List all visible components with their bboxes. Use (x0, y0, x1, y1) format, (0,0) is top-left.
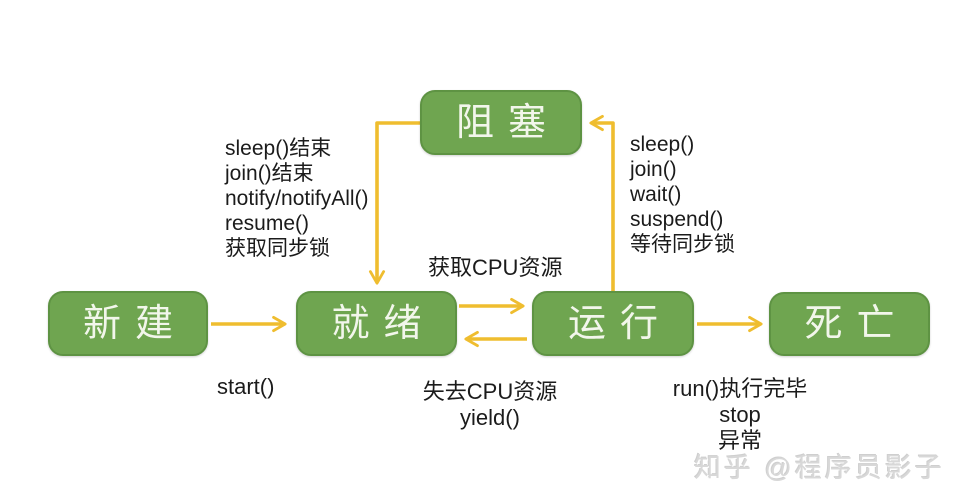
edge-label-line: stop (719, 402, 761, 427)
edge-label-line: resume() (225, 212, 310, 235)
arrow-running-to-blocked (589, 114, 615, 291)
edge-label-line: 等待同步锁 (630, 233, 735, 256)
edge-label-ready-to-running: 获取CPU资源 (428, 255, 562, 280)
edge-label-line: 获取同步锁 (225, 237, 330, 260)
edge-label-line: 获取CPU资源 (428, 255, 563, 280)
edge-label-running-to-ready: 失去CPU资源 yield() (420, 379, 560, 431)
node-dead-label: 死亡 (804, 303, 909, 345)
edge-label-line: suspend() (630, 208, 724, 231)
watermark: 知乎 @程序员影子 (694, 453, 945, 483)
edge-label-line: wait() (630, 183, 682, 206)
arrow-blocked-to-ready (368, 121, 420, 285)
edge-label-line: yield() (460, 405, 520, 430)
edge-label-line: sleep() (630, 133, 695, 156)
edge-label-line: run()执行完毕 (672, 376, 808, 401)
node-running-label: 运行 (567, 302, 672, 345)
edge-label-new-to-ready: start() (217, 374, 274, 399)
edge-label-running-to-blocked: sleep() join() wait() suspend() 等待同步锁 (630, 132, 735, 257)
edge-label-line: 异常 (717, 428, 762, 453)
node-running: 运行 (532, 291, 694, 356)
edge-label-line: join()结束 (225, 162, 314, 185)
edge-label-line: 失去CPU资源 (422, 379, 558, 404)
node-blocked-label: 阻塞 (455, 101, 560, 144)
node-blocked: 阻塞 (420, 90, 582, 155)
edge-label-line: start() (217, 374, 275, 399)
node-ready-label: 就绪 (331, 302, 436, 345)
node-new: 新建 (48, 291, 208, 356)
edge-label-blocked-to-ready: sleep()结束 join()结束 notify/notifyAll() re… (225, 136, 369, 261)
edge-label-line: join() (630, 158, 677, 181)
edge-label-line: notify/notifyAll() (225, 187, 369, 210)
edge-label-running-to-dead: run()执行完毕 stop 异常 (650, 376, 830, 454)
node-dead: 死亡 (769, 292, 930, 356)
edge-label-line: sleep()结束 (225, 137, 332, 160)
node-new-label: 新建 (82, 302, 187, 345)
node-ready: 就绪 (296, 291, 457, 356)
